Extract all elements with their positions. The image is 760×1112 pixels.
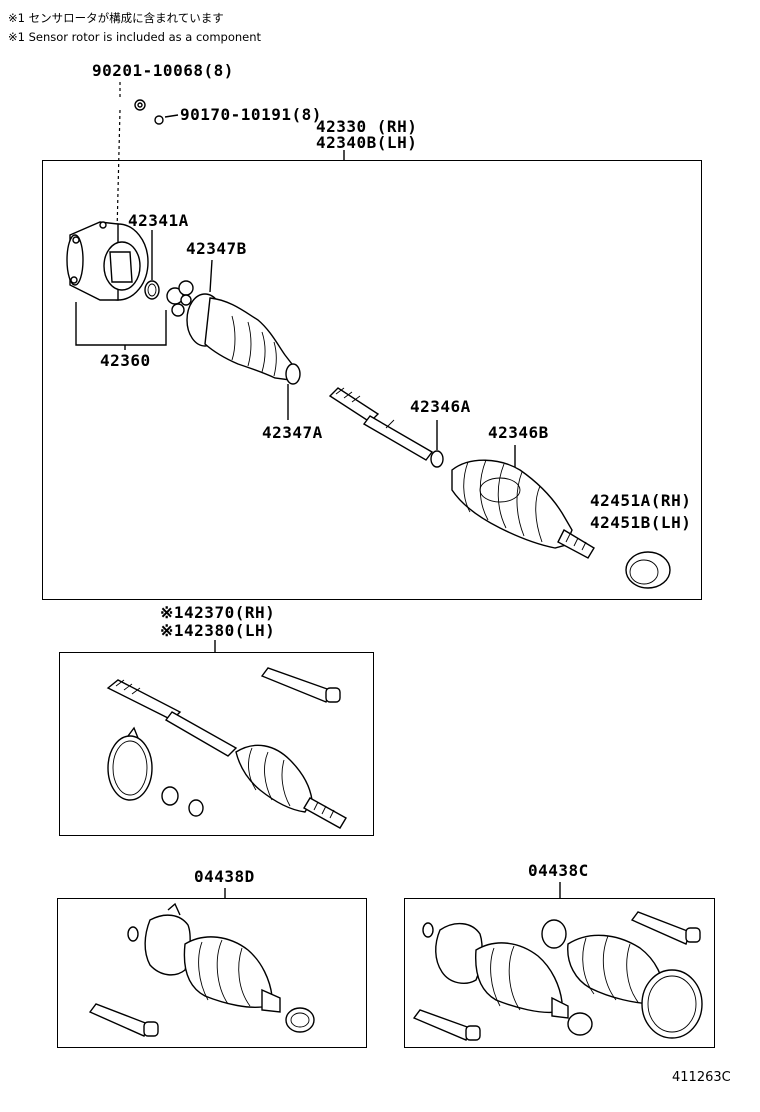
inner-clamp-small-part-number: 42347A	[262, 423, 323, 442]
snap-ring-icon	[144, 280, 160, 300]
clamp-band-icon	[107, 726, 153, 801]
boot-kit-c-frame	[404, 898, 715, 1048]
shaft-rh-part-number: ※142370(RH)	[160, 603, 276, 622]
inner-boot-icon	[186, 293, 301, 385]
boot-kit-d-frame	[57, 898, 367, 1048]
note-japanese: ※1 センサロータが構成に含まれています	[8, 11, 224, 25]
boot-kit-d-part-number: 04438D	[194, 867, 255, 886]
tulip-housing-part-number: 42360	[100, 351, 151, 370]
small-clamp-icon	[161, 786, 179, 806]
washer-part-number: 90170-10191(8)	[180, 105, 322, 124]
small-clamp-icon	[188, 799, 204, 817]
assy-lh-part-number: 42340B(LH)	[316, 133, 418, 152]
outer-clamp-large-part-number: 42346B	[488, 423, 549, 442]
outer-boot-icon	[451, 459, 595, 559]
inner-clamp-large-part-number: 42347B	[186, 239, 247, 258]
shaft-sub-assembly-icon	[106, 679, 347, 829]
drive-shaft-assembly-frame	[42, 160, 702, 600]
boot-kit-c-icon	[412, 911, 703, 1041]
dust-seal-icon	[625, 551, 671, 589]
boot-kit-d-icon	[88, 902, 315, 1037]
grease-tube-icon	[260, 667, 341, 703]
seal-rh-part-number: 42451A(RH)	[590, 491, 692, 510]
shaft-sub-assembly-frame	[59, 652, 374, 836]
bolt-part-number: 90201-10068(8)	[92, 61, 234, 80]
drive-shaft-icon	[328, 387, 434, 461]
tripod-joint-icon	[166, 280, 194, 317]
diagram-id: 411263C	[672, 1070, 731, 1085]
shaft-lh-part-number: ※142380(LH)	[160, 621, 276, 640]
seal-lh-part-number: 42451B(LH)	[590, 513, 692, 532]
small-clamp-icon	[430, 450, 444, 468]
note-english: ※1 Sensor rotor is included as a compone…	[8, 30, 262, 44]
assy-rh-part-number: 42330 (RH)	[316, 117, 418, 136]
snap-ring-part-number: 42341A	[128, 211, 189, 230]
tulip-housing-icon	[66, 221, 149, 301]
boot-kit-c-part-number: 04438C	[528, 861, 589, 880]
washer-icon	[154, 115, 164, 125]
outer-clamp-small-part-number: 42346A	[410, 397, 471, 416]
